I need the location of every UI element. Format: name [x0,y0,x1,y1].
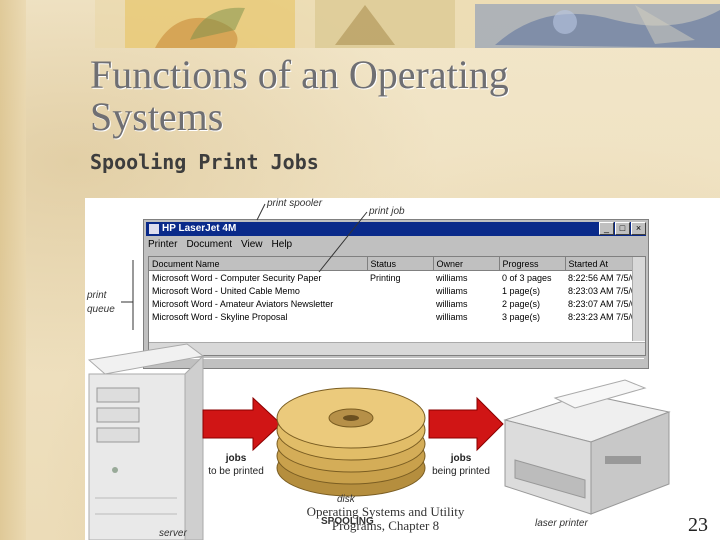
document-progress: 0 of 3 pages [502,272,552,283]
menu-help[interactable]: Help [271,239,293,250]
window-controls: _ □ × [599,222,646,235]
spooler-pointer [256,203,266,221]
print-spooler-label: print spooler [267,198,323,209]
menu-view[interactable]: View [241,239,263,250]
table-row[interactable]: Microsoft Word - Computer Security Paper… [149,271,645,285]
document-name: Microsoft Word - Skyline Proposal [152,311,288,322]
window-menubar: Printer Document View Help [148,239,292,250]
laser-printer-icon [503,379,671,515]
server-icon [87,343,205,540]
document-started: 8:23:23 AM 7/5/01 [568,311,642,322]
document-status [367,310,433,323]
document-status [367,297,433,310]
jobs-printing-arrow [428,396,504,452]
document-name: Microsoft Word - Amateur Aviators Newsle… [152,298,334,309]
document-name: Microsoft Word - United Cable Memo [152,285,300,296]
spooling-diagram: HP LaserJet 4M _ □ × Printer Document Vi… [85,198,720,540]
document-owner: williams [436,298,468,309]
table-row[interactable]: Microsoft Word - Skyline Proposal willia… [149,310,645,323]
jobs-to-print-label: jobs to be printed [208,453,264,477]
horizontal-scrollbar[interactable] [149,342,645,355]
document-progress: 2 page(s) [502,298,541,309]
left-decorative-band [0,0,26,540]
print-queue-label-2: queue [87,304,115,315]
print-job-label: print job [369,206,405,217]
server-label: server [159,528,187,539]
menu-document[interactable]: Document [186,239,233,250]
jobs-to-print-arrow [202,396,282,452]
page-number: 23 [688,514,708,536]
queue-bracket [121,260,134,330]
print-queue-window: HP LaserJet 4M _ □ × Printer Document Vi… [143,219,649,369]
document-owner: williams [436,272,468,283]
slide-footer: Operating Systems and Utility Programs, … [306,504,465,533]
table-row[interactable]: Microsoft Word - United Cable Memo willi… [149,284,645,297]
slide-subtitle: Spooling Print Jobs [90,150,319,174]
menu-printer[interactable]: Printer [148,239,178,250]
print-queue-label-1: print [87,290,107,301]
disk-label: disk [337,494,355,505]
document-started: 8:23:03 AM 7/5/01 [568,285,642,296]
jobs-printing-label: jobs being printed [432,453,490,477]
document-owner: williams [436,311,468,322]
window-title: HP LaserJet 4M [162,223,237,234]
column-header-owner[interactable]: Owner [433,257,500,271]
window-titlebar: HP LaserJet 4M [146,222,646,236]
column-header-progress[interactable]: Progress [499,257,566,271]
document-progress: 1 page(s) [502,285,541,296]
document-name: Microsoft Word - Computer Security Paper [152,272,322,283]
column-header-status[interactable]: Status [367,257,434,271]
document-status [367,284,433,297]
document-owner: williams [436,285,468,296]
document-started: 8:23:07 AM 7/5/01 [568,298,642,309]
printer-icon [149,224,159,234]
document-started: 8:22:56 AM 7/5/01 [568,272,642,283]
decorative-collage [95,0,720,48]
maximize-icon[interactable]: □ [615,222,630,235]
close-icon[interactable]: × [631,222,646,235]
column-header-document[interactable]: Document Name [149,257,368,271]
column-header-started[interactable]: Started At [565,257,646,271]
document-progress: 3 page(s) [502,311,541,322]
laser-printer-label: laser printer [535,518,588,529]
disk-icon [276,387,426,497]
document-status: Printing [370,272,401,283]
vertical-scrollbar[interactable] [632,257,645,341]
table-row[interactable]: Microsoft Word - Amateur Aviators Newsle… [149,297,645,310]
minimize-icon[interactable]: _ [599,222,614,235]
print-queue-list: Document Name Status Owner Progress Star… [148,256,646,356]
spooling-label: SPOOLING [321,516,374,527]
slide-title: Functions of an Operating Systems [90,52,509,139]
window-statusbar [148,358,644,367]
